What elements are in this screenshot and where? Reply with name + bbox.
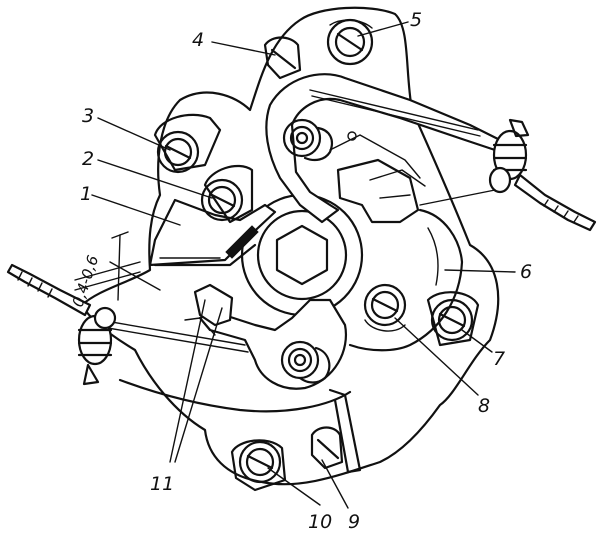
hex-nut [275,224,329,286]
upper-spring-strip-2 [311,95,481,137]
screw-3 [153,113,222,174]
contact-bracket-1-edge [153,243,257,267]
upper-contact-bracket [336,158,420,224]
lower-arm-tail [328,388,362,474]
lower-spring-strip [99,319,249,353]
right-terminal [488,118,530,194]
label-7: 7 [493,348,505,370]
right-lead-wire [513,173,597,232]
left-lead-wire [6,263,92,317]
upper-contact-detail [369,169,426,199]
screw-9 [310,426,344,470]
upper-breaker-lever [265,73,502,224]
right-wire-to-plate [419,189,496,206]
left-terminal [77,306,117,386]
label-5: 5 [410,9,422,31]
left-clip [193,283,234,327]
label-4: 4 [192,29,204,51]
label-1: 1 [80,183,92,205]
lower-pivot-spiral [280,340,331,384]
upper-pivot-spiral [282,118,334,162]
gap-dimension-marks [74,231,161,301]
screw-10 [230,439,287,492]
screw-7 [426,291,480,347]
label-9: 9 [348,511,360,533]
gap-dimension-label: 0,4-0,6 [69,253,103,309]
lower-plate-curve [118,378,352,413]
left-clip-detail [184,317,216,336]
leader-lines [91,21,516,509]
upper-rivet [347,131,357,141]
left-lead-hatch [17,271,53,298]
label-8: 8 [478,395,490,417]
label-3: 3 [82,105,94,127]
label-10: 10 [308,511,332,533]
screw-5 [326,18,374,66]
label-11: 11 [150,473,174,495]
cam-plate-6 [348,208,464,352]
contact-point [225,225,259,259]
cam-plate-inner-edge [427,227,439,286]
right-lead-hatch [543,199,579,223]
label-6: 6 [520,261,532,283]
label-2: 2 [82,148,94,170]
screw-8 [363,283,407,332]
upper-spring-strip [309,89,479,131]
screw-2 [200,164,254,224]
screw-4 [263,36,302,80]
upper-insulator-arm [329,134,421,179]
cam-hub-ring [256,209,348,301]
